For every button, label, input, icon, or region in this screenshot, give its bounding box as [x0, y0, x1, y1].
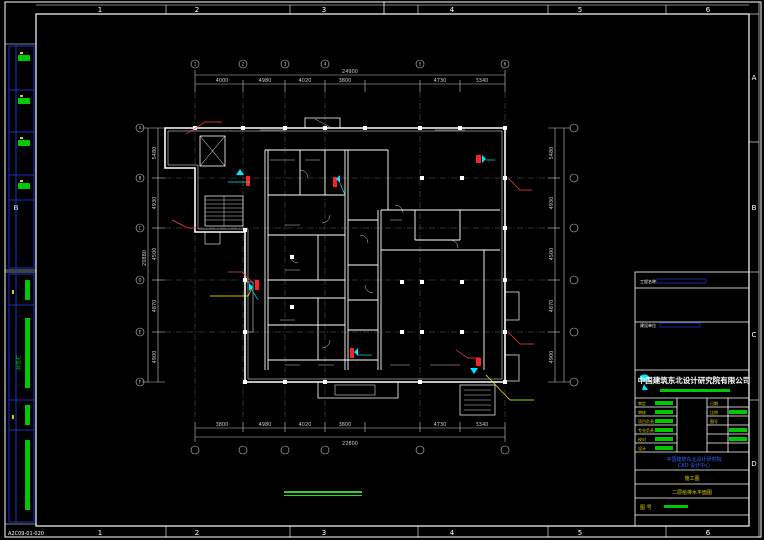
grid-col-top-2: 2	[195, 6, 199, 14]
dim-right-seg-3: 4500	[549, 248, 555, 261]
bubble-left-e: E	[139, 330, 142, 335]
dim-right-seg-1: 5480	[549, 147, 555, 160]
grid-col-top-3: 3	[322, 6, 326, 14]
bubble-top-6: 6	[504, 62, 507, 67]
dim-top-overall: 24900	[342, 69, 358, 75]
dim-bottom-seg-4: 3800	[339, 422, 352, 428]
bubble-top-2: 2	[242, 62, 245, 67]
axis-bubble-labels: 1 2 3 4 5 6 A B C D E F	[138, 62, 506, 385]
tb-row-left-5: 校对	[638, 436, 646, 442]
tb-row-right-2: 比例	[710, 409, 718, 415]
plumbing-fixtures	[228, 155, 495, 374]
dim-top-seg-1: 4000	[216, 78, 229, 84]
grid-row-a: A	[752, 74, 757, 82]
grid-col-bottom-2: 2	[195, 529, 199, 537]
sheet-frame	[4, 1, 762, 538]
floor-plan	[164, 117, 520, 416]
dim-right-seg-5: 4900	[549, 351, 555, 364]
grid-col-top-4: 4	[450, 6, 455, 14]
grid-column-markers: 1 2 3 4 5 6 1 2 3 4 5 6	[98, 5, 711, 537]
bubble-left-b: B	[139, 176, 142, 181]
dim-bottom-seg-2: 4980	[259, 422, 272, 428]
dim-top-seg-4: 3800	[339, 78, 352, 84]
leader-lines	[171, 121, 534, 401]
axis-bubbles	[135, 59, 579, 455]
dimension-texts: 24900 4000 4980 4020 3800 4730 3340 3800…	[216, 69, 489, 447]
tb-row-left-4: 专业负责	[638, 427, 654, 433]
left-sign-strip: 会签栏 A2C09-01-020	[4, 43, 44, 537]
tb-row-left-6: 设计	[638, 445, 646, 451]
bubble-top-5: 5	[419, 62, 422, 67]
grid-row-markers: A B C D B	[14, 74, 759, 468]
scale-bar	[284, 491, 362, 496]
dimension-lines	[142, 70, 570, 442]
tb-drawing-name: 二层给排水平面图	[672, 489, 712, 496]
tb-row-left-2: 审核	[638, 409, 646, 415]
dimension-texts-vertical: 20880 5480 4930 4500 4870 4900 5480 4930…	[142, 147, 555, 364]
dim-top-seg-6: 3340	[476, 78, 489, 84]
grid-col-bottom-4: 4	[450, 529, 455, 537]
grid-row-c: C	[752, 331, 757, 339]
tb-row-left-3: 项目负责	[638, 418, 654, 424]
bubble-left-d: D	[138, 278, 141, 283]
dim-bottom-seg-5: 4730	[434, 422, 447, 428]
dim-left-seg-1: 5480	[152, 147, 158, 160]
dim-left-overall: 20880	[142, 250, 148, 266]
dim-right-seg-4: 4870	[549, 300, 555, 313]
title-block: 中国建筑东北设计研究院有限公司 工程名称 建设单位 审定 审核 项目负责 专业负…	[634, 271, 751, 527]
bubble-top-1: 1	[194, 62, 197, 67]
dim-top-seg-3: 4020	[299, 78, 312, 84]
tb-row-left-1: 审定	[638, 400, 646, 406]
tb-row-right-1: 日期	[710, 400, 718, 406]
grid-col-top-5: 5	[578, 6, 582, 14]
grid-col-bottom-5: 5	[578, 529, 582, 537]
tb-stage: 施工图	[684, 475, 699, 482]
dim-top-seg-5: 4730	[434, 78, 447, 84]
dim-right-seg-2: 4930	[549, 197, 555, 210]
bubble-top-4: 4	[324, 62, 327, 67]
grid-col-top-6: 6	[706, 6, 711, 14]
tb-sheet-number-bar	[664, 505, 688, 508]
grid-col-top-1: 1	[98, 6, 102, 14]
tb-row-right-3: 图号	[710, 418, 718, 424]
grid-col-bottom-1: 1	[98, 529, 102, 537]
tb-note-2: 建设单位	[640, 322, 656, 328]
dim-left-seg-2: 4930	[152, 197, 158, 210]
left-strip-code: A2C09-01-020	[8, 531, 44, 537]
dim-bottom-seg-1: 3800	[216, 422, 229, 428]
dim-left-seg-3: 4500	[152, 248, 158, 261]
dim-bottom-seg-3: 4020	[299, 422, 312, 428]
left-strip-label: 会签栏	[15, 355, 22, 370]
grid-col-bottom-6: 6	[706, 529, 711, 537]
company-logo-icon	[640, 374, 650, 390]
tb-sheet-label: 图 号	[640, 505, 652, 511]
company-name: 中国建筑东北设计研究院有限公司	[638, 375, 751, 385]
dim-bottom-overall: 22800	[342, 441, 358, 447]
bubble-left-c: C	[139, 226, 142, 231]
dim-left-seg-4: 4870	[152, 300, 158, 313]
tb-project-2: CAD 设计中心	[678, 462, 710, 469]
company-underline	[660, 389, 730, 392]
dim-top-seg-2: 4980	[259, 78, 272, 84]
tb-project-1: 中国建筑东北设计研究院	[666, 456, 721, 463]
grid-row-b: B	[752, 204, 757, 212]
dim-bottom-seg-6: 3340	[476, 422, 489, 428]
structural-grid	[165, 92, 548, 420]
dim-left-seg-5: 4900	[152, 351, 158, 364]
grid-row-d: D	[751, 460, 756, 468]
bubble-left-a: A	[139, 126, 142, 131]
bubble-left-f: F	[139, 380, 142, 385]
grid-col-bottom-3: 3	[322, 529, 326, 537]
bubble-top-3: 3	[284, 62, 287, 67]
tb-note-1: 工程名称	[640, 278, 656, 284]
